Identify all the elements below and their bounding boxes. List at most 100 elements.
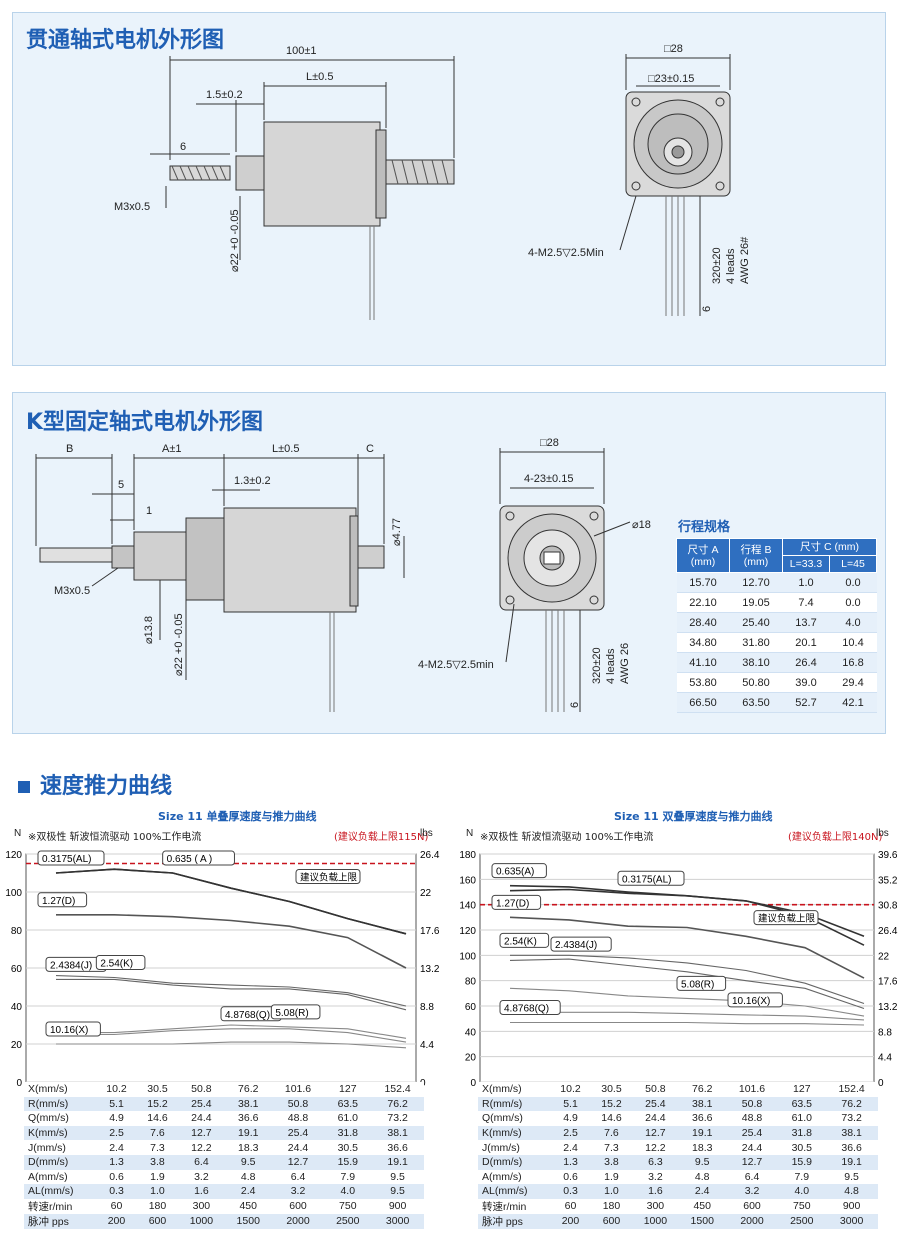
speed-cell: 12.2 [177, 1140, 225, 1155]
speed-cell: 36.6 [371, 1140, 424, 1155]
y2-tick-label: 8.8 [878, 1027, 892, 1038]
speed-cell: 1.0 [590, 1184, 632, 1199]
dim-thread-len: 6 [180, 141, 186, 153]
speed-cell: 127 [778, 1082, 826, 1097]
speed-cell: 4.8 [224, 1169, 272, 1185]
speed-row-label: X(mm/s) [478, 1082, 550, 1097]
y2-tick-label: 35.2 [878, 875, 898, 886]
speed-cell: 6.4 [177, 1154, 225, 1170]
speed-cell: 19.1 [678, 1125, 726, 1141]
speed-cell: 24.4 [725, 1140, 779, 1155]
speed-row-label: 脉冲 pps [478, 1213, 550, 1229]
y2-tick-label: 22 [878, 951, 890, 962]
speed-cell: 9.5 [224, 1154, 272, 1170]
y-tick-label: 80 [465, 977, 477, 988]
plot-area [479, 853, 875, 1083]
speed-cell: 750 [324, 1198, 372, 1214]
speed-row-label: X(mm/s) [24, 1082, 96, 1097]
speed-cell: 2000 [725, 1213, 779, 1229]
series-label: 0.3175(AL) [622, 874, 671, 885]
speed-cell: 15.2 [136, 1096, 178, 1112]
speed-cell: 600 [590, 1213, 632, 1229]
speed-cell: 2.5 [550, 1125, 591, 1141]
speed-cell: 300 [631, 1198, 679, 1214]
series-callout-box [37, 850, 105, 866]
speed-cell: 14.6 [590, 1111, 632, 1126]
speed-cell: 1.9 [136, 1169, 178, 1185]
speed-cell: 5.1 [96, 1096, 137, 1112]
spec-cell: 42.1 [829, 692, 877, 713]
speed-cell: 15.2 [590, 1096, 632, 1112]
speed-cell: 2.4 [224, 1184, 272, 1199]
spec-cell: 50.80 [729, 672, 783, 693]
speed-cell: 180 [590, 1198, 632, 1214]
spec-cell: 39.0 [782, 672, 830, 693]
speed-cell: 6.4 [725, 1169, 779, 1185]
series-callout-box [499, 932, 550, 948]
chart1-unit-left: N [14, 828, 22, 839]
dim-shoulder2: 1.3±0.2 [234, 475, 271, 487]
header-a: 尺寸 A (mm) [676, 538, 730, 573]
spec-cell: 0.0 [829, 592, 877, 613]
speed-cell: 48.8 [725, 1111, 779, 1126]
speed-cell: 0.6 [96, 1169, 137, 1185]
y2-tick-label: 13.2 [878, 1002, 898, 1013]
series-callout-box [45, 1021, 101, 1037]
speed-cell: 1.3 [550, 1154, 591, 1170]
spec-cell: 20.1 [782, 632, 830, 653]
series-label: 5.08(R) [275, 1008, 308, 1019]
speed-cell: 200 [96, 1213, 137, 1229]
speed-cell: 50.8 [177, 1082, 225, 1097]
speed-cell: 24.4 [631, 1111, 679, 1126]
spec-cell: 52.7 [782, 692, 830, 713]
speed-cell: 1.9 [590, 1169, 632, 1185]
series-callout-box [270, 1004, 321, 1020]
speed-cell: 63.5 [324, 1096, 372, 1112]
limit-tag-box [295, 869, 361, 884]
speed-cell: 73.2 [371, 1111, 424, 1126]
series-label: 4.8768(Q) [225, 1010, 270, 1021]
dim-square2: □28 [540, 437, 559, 449]
y-tick-label: 40 [465, 1027, 477, 1038]
speed-cell: 30.5 [324, 1140, 372, 1155]
speed-cell: 63.5 [778, 1096, 826, 1112]
speed-cell: 2000 [271, 1213, 325, 1229]
series-line-6 [510, 1011, 865, 1021]
speed-cell: 3.2 [631, 1169, 679, 1185]
speed-cell: 180 [136, 1198, 178, 1214]
y-tick-label: 20 [11, 1040, 23, 1051]
series-callout-box [491, 863, 547, 879]
speed-cell: 4.0 [778, 1184, 826, 1199]
speed-cell: 30.5 [590, 1082, 632, 1097]
spec-cell: 22.10 [676, 592, 730, 613]
y2-tick-label: 4.4 [878, 1053, 892, 1064]
y2-tick-label: 4.4 [420, 1040, 434, 1051]
series-line-2 [509, 916, 865, 979]
chart1-limit-note: (建议负载上限115N) [334, 832, 429, 843]
speed-cell: 7.6 [590, 1125, 632, 1141]
dim-thread2: M3x0.5 [54, 585, 90, 597]
dim-hole-pitch: □23±0.15 [648, 73, 694, 85]
spec-cell: 15.70 [676, 572, 730, 593]
speed-cell: 127 [324, 1082, 372, 1097]
chart1-svg: 00204.4408.86013.28017.61002212026.40.31… [5, 850, 440, 1089]
y-tick-label: 20 [465, 1053, 477, 1064]
speed-cell: 31.8 [778, 1125, 826, 1141]
speed-cell: 50.8 [631, 1082, 679, 1097]
speed-row-label: 转速r/min [24, 1198, 96, 1214]
y-tick-label: 60 [11, 964, 23, 975]
limit-tag-label: 建议负载上限 [758, 913, 816, 925]
speed-cell: 61.0 [324, 1111, 372, 1126]
speed-cell: 2500 [778, 1213, 826, 1229]
dim-strip: 6 [701, 306, 713, 312]
speed-cell: 1000 [177, 1213, 225, 1229]
speed-cell: 152.4 [825, 1082, 878, 1097]
speed-cell: 76.2 [678, 1082, 726, 1097]
spec-cell: 29.4 [829, 672, 877, 693]
